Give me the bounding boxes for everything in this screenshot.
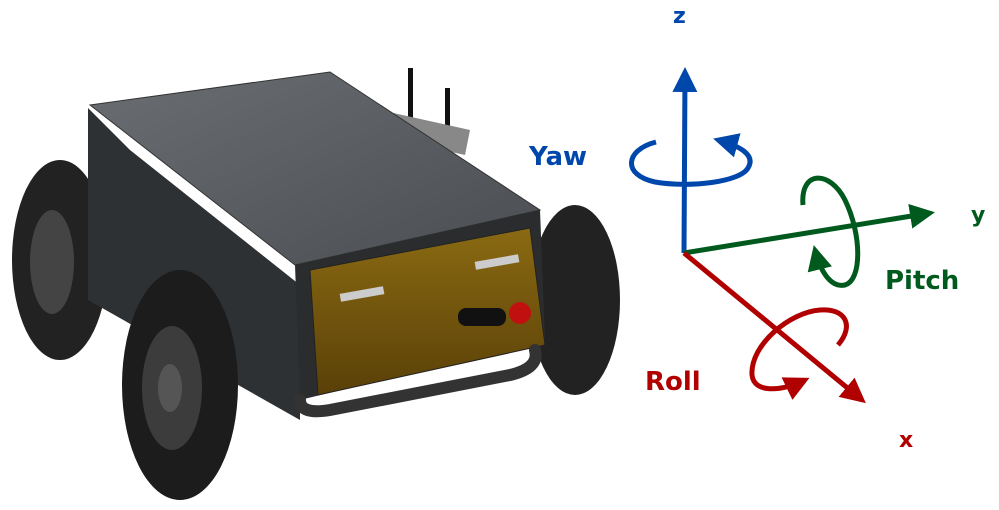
front-light-left xyxy=(339,286,385,302)
bumper-bar xyxy=(294,344,542,418)
front-panel xyxy=(309,227,546,396)
z-axis-label: z xyxy=(673,4,686,29)
yaw-label: Yaw xyxy=(528,142,587,172)
rear-right-wheel xyxy=(530,205,620,395)
front-light-right xyxy=(474,254,520,270)
roll-label: Roll xyxy=(645,367,701,397)
y-axis-label: y xyxy=(971,203,985,228)
pitch-label: Pitch xyxy=(885,266,959,296)
rear-left-wheel xyxy=(12,160,108,360)
pitch-rotation-arrow xyxy=(800,175,861,288)
axis-x xyxy=(682,251,866,404)
robot-illustration xyxy=(12,68,620,500)
axis-z xyxy=(672,67,698,254)
yaw-rotation-arrow xyxy=(629,133,753,187)
display-slot xyxy=(458,308,506,326)
emergency-stop-button xyxy=(509,302,531,324)
chassis-side xyxy=(88,108,300,420)
axis-y xyxy=(683,203,935,256)
front-left-wheel xyxy=(122,270,238,500)
x-axis-label: x xyxy=(899,428,913,453)
roll-rotation-arrow xyxy=(749,307,849,400)
